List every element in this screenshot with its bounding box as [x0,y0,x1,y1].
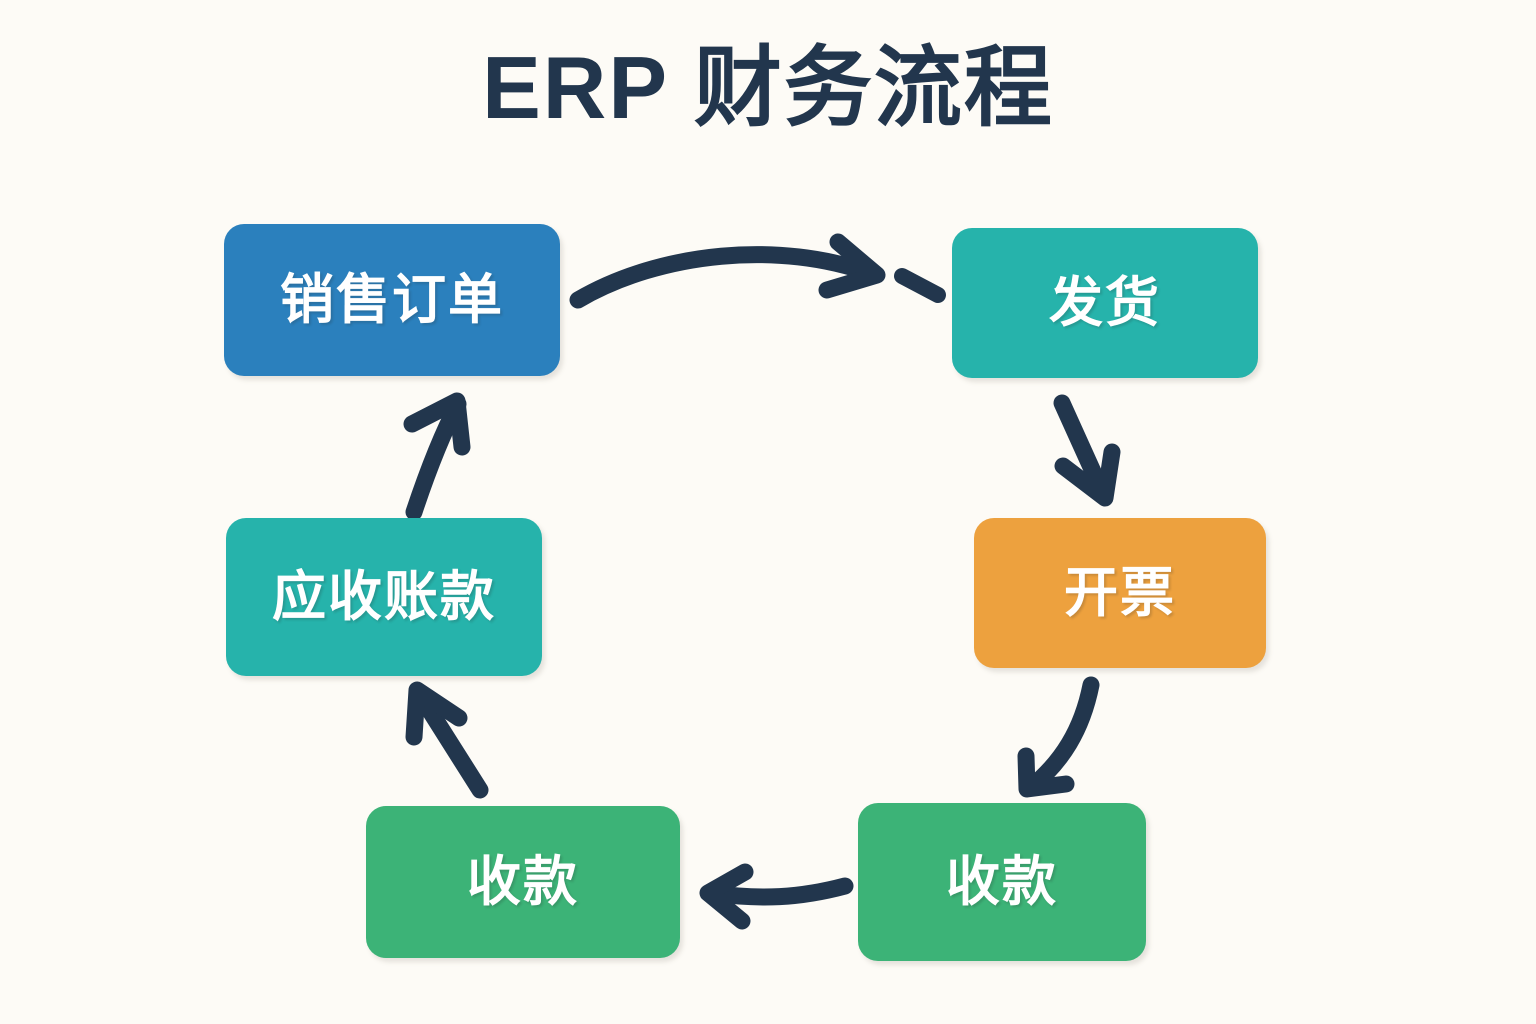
node-receipt-left[interactable]: 收款 [366,806,680,958]
arrow-receipt-right-to-receipt-left [699,863,854,930]
node-shipment-label: 发货 [1049,273,1161,333]
arrow-invoice-to-receipt-right [1017,676,1100,798]
node-accounts-receivable-label: 应收账款 [272,567,496,627]
arrow-accounts-receivable-to-sales-order [403,392,471,521]
arrow-shipment-to-invoice [1053,394,1121,507]
node-shipment[interactable]: 发货 [952,228,1258,378]
arrow-sales-order-to-shipment [569,233,946,309]
node-sales-order[interactable]: 销售订单 [224,224,560,376]
node-invoice-label: 开票 [1064,563,1176,623]
node-receipt-right-label: 收款 [946,852,1058,912]
node-receipt-left-label: 收款 [467,852,579,912]
node-sales-order-label: 销售订单 [280,270,504,330]
node-receipt-right[interactable]: 收款 [858,803,1146,961]
node-invoice[interactable]: 开票 [974,518,1266,668]
page-title: ERP 财务流程 [482,38,1054,137]
arrow-receipt-left-to-accounts-receivable [405,681,489,799]
node-accounts-receivable[interactable]: 应收账款 [226,518,542,676]
